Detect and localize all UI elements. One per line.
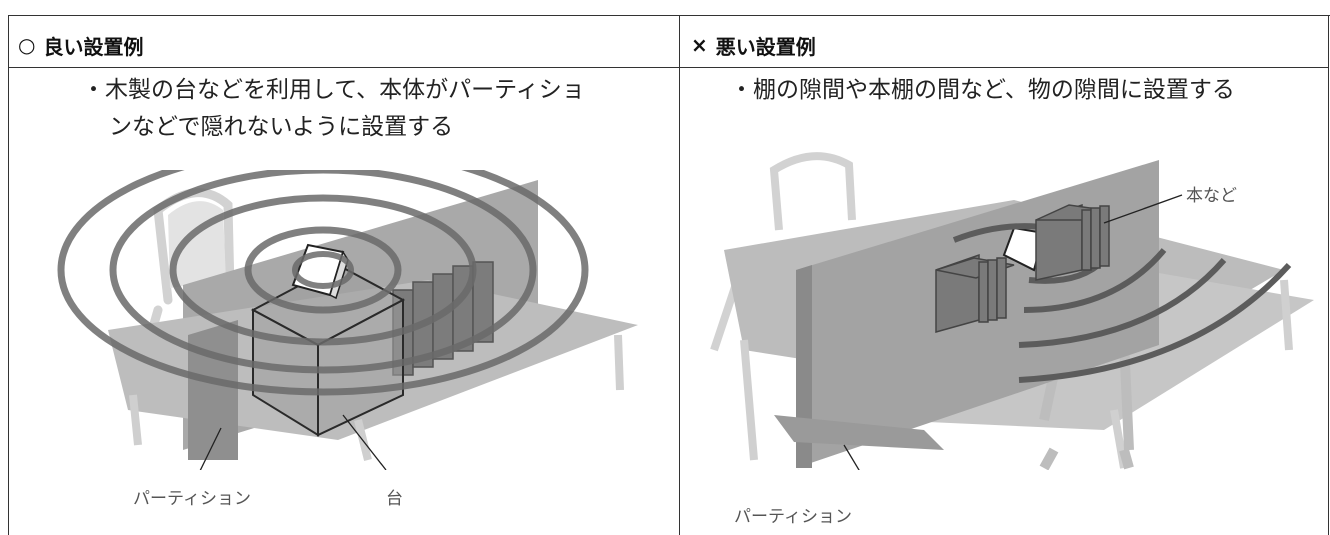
bad-example-title: 悪い設置例: [715, 34, 816, 59]
bad-header-divider: [679, 67, 1328, 68]
stand-leader-line: [342, 414, 387, 470]
signal-rings: [57, 170, 589, 396]
good-example-header: ○ 良い設置例: [18, 26, 143, 64]
bad-partition-label: パーティション: [734, 507, 852, 527]
books-label: 本など: [1186, 186, 1237, 206]
bad-example-header: × 悪い設置例: [691, 26, 816, 64]
good-desc-line2: ンなどで隠れないように設置する: [109, 114, 454, 140]
good-partition-label: パーティション: [133, 489, 251, 509]
books-leader-line: [1103, 194, 1183, 224]
good-bullet: ・: [82, 77, 105, 103]
partition-edge: [796, 265, 812, 468]
bad-placement-illustration: [710, 152, 1314, 470]
bad-mark-icon: ×: [691, 33, 708, 57]
partition-leader-line: [199, 427, 222, 470]
bad-desc-line1: 棚の隙間や本棚の間など、物の隙間に設置する: [753, 77, 1235, 103]
good-desc-line1: 木製の台などを利用して、本体がパーティショ: [105, 77, 585, 103]
books-illustration: [935, 203, 1110, 333]
left-border: [8, 16, 9, 535]
right-border: [1328, 16, 1329, 535]
good-placement-illustration: [57, 170, 638, 470]
partition-leader-line: [843, 444, 860, 470]
panel-divider: [679, 16, 680, 535]
good-description: ・木製の台などを利用して、本体がパーティショ ンなどで隠れないように設置する: [82, 72, 585, 146]
good-mark-icon: ○: [18, 33, 36, 57]
partition-front: [188, 320, 238, 460]
bad-bullet: ・: [730, 77, 753, 103]
stand-label: 台: [386, 489, 403, 509]
figure-frame: ○ 良い設置例 × 悪い設置例 ・木製の台などを利用して、本体がパーティショ ン…: [8, 15, 1330, 535]
partition-foot: [774, 415, 944, 450]
bad-description: ・棚の隙間や本棚の間など、物の隙間に設置する: [730, 72, 1235, 109]
good-example-title: 良い設置例: [43, 34, 144, 59]
good-header-divider: [8, 67, 679, 68]
